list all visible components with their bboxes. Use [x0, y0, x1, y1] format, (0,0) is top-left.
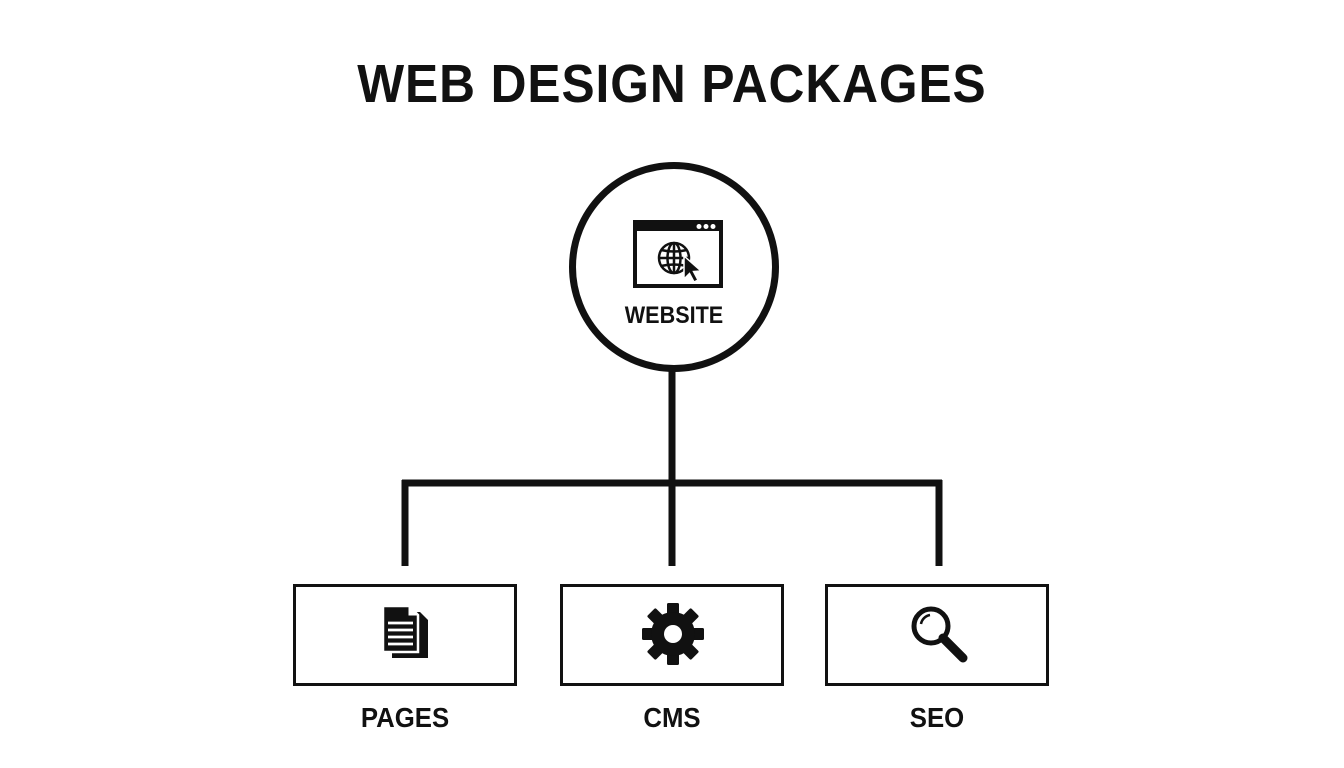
- website-label: WEBSITE: [624, 302, 724, 329]
- magnifier-icon: [911, 606, 968, 663]
- cms-label: CMS: [643, 702, 701, 733]
- pages-label: PAGES: [360, 702, 450, 733]
- diagram-title: WEB DESIGN PACKAGES: [357, 54, 987, 114]
- website-node: WEBSITE: [569, 162, 779, 372]
- cms-node: [560, 584, 784, 686]
- seo-label: SEO: [909, 702, 965, 733]
- documents-icon: [381, 604, 428, 658]
- gear-icon: [642, 603, 704, 665]
- pages-node: [293, 584, 517, 686]
- seo-node: [825, 584, 1049, 686]
- browser-globe-cursor-icon: [633, 220, 723, 288]
